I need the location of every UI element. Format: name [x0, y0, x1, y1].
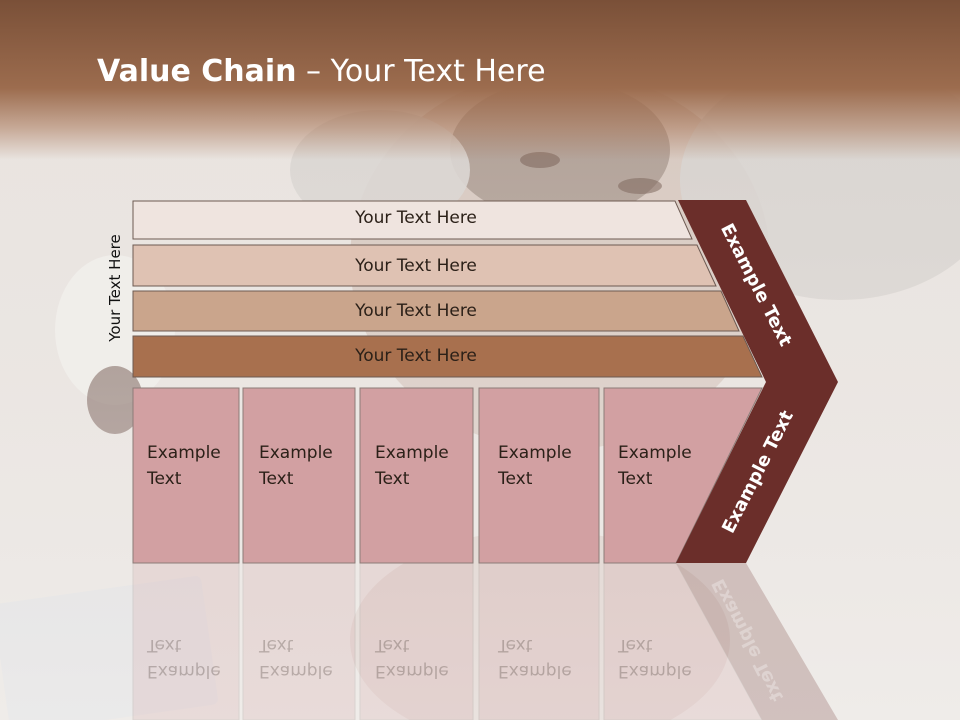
box-1: [132, 387, 240, 564]
reflection-line: Text: [147, 635, 182, 655]
box-reflection: [242, 562, 356, 720]
header-band: [0, 0, 960, 160]
reflection-line: Example: [375, 661, 449, 681]
title-bold: Value Chain: [97, 54, 297, 89]
bar-4: [132, 335, 763, 378]
bar-label-4: Your Text Here: [355, 346, 477, 366]
box-reflection-label: Example Text: [618, 632, 692, 684]
box-reflection: [359, 562, 474, 720]
box-reflection-label: Example Text: [375, 632, 449, 684]
box-reflection: [478, 562, 600, 720]
slide-title: Value Chain – Your Text Here: [97, 54, 546, 89]
reflection-line: Example: [259, 661, 333, 681]
box-label-line: Text: [259, 469, 294, 489]
box-reflection-label: Example Text: [498, 632, 572, 684]
bar-label-2: Your Text Here: [355, 256, 477, 276]
reflection-line: Example: [147, 661, 221, 681]
reflection-line: Example: [618, 661, 692, 681]
reflection-line: Text: [498, 635, 533, 655]
box-label-line: Example: [618, 443, 692, 463]
title-rest: – Your Text Here: [296, 54, 546, 89]
bar-label-1: Your Text Here: [355, 208, 477, 228]
reflection-line: Example: [498, 661, 572, 681]
reflection-line: Text: [375, 635, 410, 655]
box-reflection-label: Example Text: [147, 632, 221, 684]
box-reflection: [132, 562, 240, 720]
box-2: [242, 387, 356, 564]
reflection-line: Text: [259, 635, 294, 655]
bar-1: [132, 200, 693, 240]
box-label-line: Example: [259, 443, 333, 463]
box-label-line: Text: [498, 469, 533, 489]
box-label-line: Text: [375, 469, 410, 489]
box-label-line: Text: [147, 469, 182, 489]
reflection-group: [132, 562, 838, 720]
box-label-line: Example: [375, 443, 449, 463]
chevron: [676, 200, 838, 563]
reflection-line: Text: [618, 635, 653, 655]
bar-3: [132, 290, 740, 332]
bar-2: [132, 244, 717, 287]
box-label-line: Example: [498, 443, 572, 463]
bar-label-3: Your Text Here: [355, 301, 477, 321]
box-reflection-label: Example Text: [259, 632, 333, 684]
box-3: [359, 387, 474, 564]
box-label-line: Text: [618, 469, 653, 489]
box-4: [478, 387, 600, 564]
box-label-line: Example: [147, 443, 221, 463]
chevron-reflection: [676, 563, 838, 720]
